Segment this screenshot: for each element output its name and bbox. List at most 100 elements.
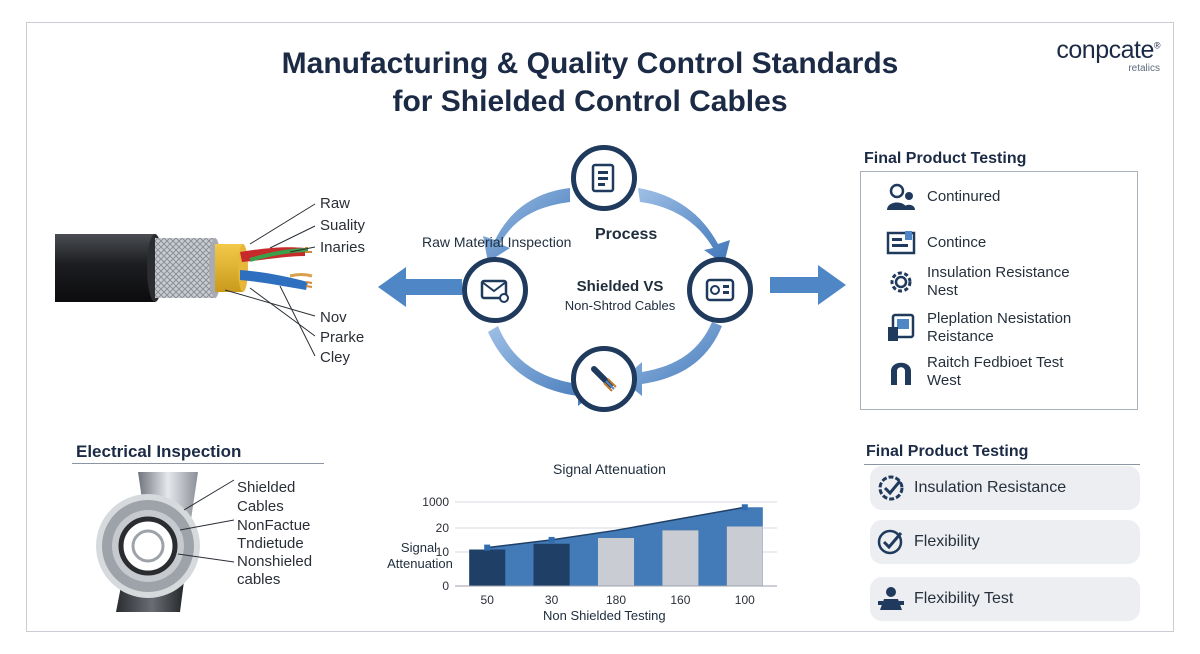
chart-trend-line — [487, 506, 745, 549]
non-shielded-label: Non-Shtrod Cables — [564, 298, 676, 313]
machine-icon — [705, 278, 735, 302]
final-testing-bottom-rule — [864, 464, 1140, 465]
chart-y-tick-label: 0 — [442, 579, 449, 593]
right-arrow — [770, 265, 846, 305]
logo-subtitle: retalics — [1128, 63, 1160, 74]
final-test-item-2: Contince — [885, 228, 986, 258]
frame-border — [26, 22, 1174, 632]
cable-braid-shield — [155, 238, 215, 298]
cable-label-2: Suality — [320, 217, 366, 234]
left-arrow — [378, 267, 462, 307]
final-test-pill-1: Insulation Resistance — [870, 466, 1140, 510]
document-icon — [886, 231, 916, 255]
final-test-pill-2-label: Flexibility — [914, 533, 980, 550]
final-test-item-1: Continured — [885, 182, 1000, 212]
chart-bar — [662, 530, 699, 586]
curve-arrow-top-right — [638, 188, 730, 264]
chart-bar — [469, 549, 506, 586]
final-test-item-3-line2: Nest — [927, 282, 958, 299]
device-icon — [888, 313, 915, 341]
chart-bar — [726, 526, 763, 586]
worker-icon — [878, 587, 904, 610]
process-label: Process — [595, 226, 658, 243]
curve-arrow-top-left — [483, 188, 570, 262]
chart-x-tick-label: 180 — [606, 593, 626, 607]
brand-logo: conpcate® retalics — [1056, 36, 1160, 74]
electrical-label-3: NonFactue — [237, 517, 311, 534]
chart-x-tick-label: 100 — [735, 593, 755, 607]
shielded-vs-label: Shielded VS — [576, 278, 664, 295]
blue-conductor — [240, 270, 308, 290]
page-title-line2: for Shielded Control Cables — [392, 85, 788, 118]
final-test-item-4-line1: Pleplation Nesistation — [927, 310, 1072, 327]
logo-registered: ® — [1153, 40, 1161, 51]
chart-xlabel: Non Shielded Testing — [543, 608, 666, 623]
final-test-pill-1-label: Insulation Resistance — [914, 479, 1067, 496]
final-test-item-5-line1: Raitch Fedbioet Test — [927, 354, 1064, 371]
chart-point — [741, 504, 748, 511]
cable-label-5: Prarke — [320, 329, 365, 346]
electrical-label-5: Nonshieled — [237, 553, 313, 570]
final-test-item-3-line1: Insulation Resistance — [927, 264, 1070, 281]
electrical-inspection-heading: Electrical Inspection — [76, 442, 242, 461]
chart-point — [548, 536, 555, 543]
final-testing-top-box: Continured Contince Insulation Resistanc… — [860, 171, 1138, 410]
chart-bar — [533, 543, 570, 586]
chart-point — [484, 544, 491, 551]
chart-y-tick-label: 20 — [436, 521, 450, 535]
cable-label-1: Raw — [320, 195, 351, 212]
final-test-item-5-line2: West — [927, 372, 961, 389]
page-title-line1: Manufacturing & Quality Control Standard… — [281, 47, 899, 80]
raw-material-label: Raw Material Inspection — [422, 234, 572, 250]
people-icon — [887, 183, 915, 210]
chart-x-tick-label: 30 — [545, 593, 559, 607]
cable-label-4: Nov — [320, 309, 347, 326]
final-test-pill-3: Flexibility Test — [870, 577, 1140, 621]
process-node-left — [462, 257, 528, 323]
green-conductor — [249, 248, 309, 262]
curve-arrow-bottom-left — [488, 326, 598, 406]
cable-label-3: Inaries — [320, 239, 366, 256]
envelope-icon — [480, 279, 509, 303]
final-test-pill-3-label: Flexibility Test — [914, 590, 1014, 607]
magnet-icon — [891, 362, 911, 385]
electrical-label-1: Shielded — [237, 479, 296, 496]
process-cycle-arrows — [378, 188, 846, 406]
curve-arrow-bottom-right — [622, 322, 722, 396]
electrical-label-4: Tndietude — [237, 535, 304, 552]
cable-jacket — [55, 234, 155, 302]
check-gear-icon — [878, 475, 904, 501]
cable-end-icon — [591, 366, 617, 392]
cable-label-6: Cley — [320, 349, 351, 366]
chart-x-tick-label: 160 — [670, 593, 690, 607]
chart-ylabel-line1: Signal — [400, 540, 438, 555]
process-node-right — [687, 257, 753, 323]
logo-name: conpcate — [1056, 36, 1154, 64]
final-test-pill-2: Flexibility — [870, 520, 1140, 564]
electrical-heading-rule — [72, 463, 324, 464]
check-icon — [877, 529, 903, 555]
process-node-top — [571, 145, 637, 211]
chart-bar — [597, 538, 635, 586]
gear-icon — [890, 271, 912, 293]
chart-y-tick-label: 10 — [436, 545, 450, 559]
electrical-label-2: Cables — [237, 498, 284, 515]
final-testing-top-heading: Final Product Testing — [864, 150, 1027, 167]
electrical-label-6: cables — [237, 571, 281, 588]
cable-illustration — [55, 203, 316, 357]
process-node-bottom — [571, 346, 637, 412]
cable-cross-section-illustration — [96, 472, 235, 612]
chart-y-tick-label: 1000 — [422, 495, 449, 509]
chart-title: Signal Attenuation — [553, 461, 666, 477]
chart-ylabel-line2: Attenuation — [387, 556, 453, 571]
final-testing-bottom-heading: Final Product Testing — [866, 443, 1029, 460]
final-test-item-4-line2: Reistance — [927, 328, 994, 345]
clipboard-icon — [591, 163, 615, 193]
chart-x-tick-label: 50 — [481, 593, 495, 607]
final-test-item-2-line1: Contince — [927, 234, 987, 251]
final-test-item-1-line1: Continured — [927, 188, 1001, 205]
